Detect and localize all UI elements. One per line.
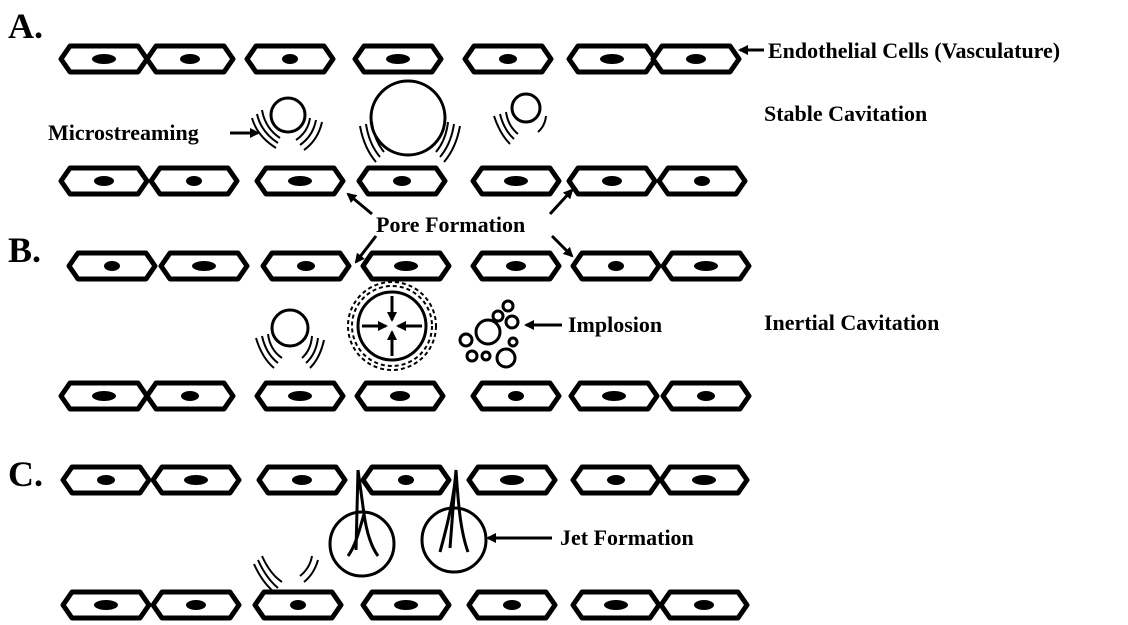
endothelial-cell: [63, 592, 149, 618]
endothelial-cell: [469, 592, 555, 618]
endothelial-cell: [255, 592, 341, 618]
endothelial-cell: [247, 46, 333, 72]
endothelial-cell: [663, 383, 749, 409]
panel-label-b: B.: [8, 230, 41, 270]
panel-label-a: A.: [8, 6, 43, 46]
endothelial-cell: [569, 168, 655, 194]
endothelial-cell: [653, 46, 739, 72]
endothelial-cell: [257, 168, 343, 194]
endothelial-cells-label: Endothelial Cells (Vasculature): [768, 38, 1060, 63]
endothelial-cell: [259, 467, 345, 493]
endothelial-cell: [147, 383, 233, 409]
jet-formation-label: Jet Formation: [560, 525, 694, 550]
endothelial-cell: [61, 383, 147, 409]
endothelial-cell: [571, 383, 657, 409]
bubble-small-b: [256, 310, 324, 368]
endothelial-cell: [151, 168, 237, 194]
endothelial-cell: [147, 46, 233, 72]
bubble-small-a2: [494, 94, 546, 144]
implosion-label: Implosion: [568, 312, 662, 337]
endothelial-cell: [573, 467, 659, 493]
endothelial-cell: [357, 383, 443, 409]
endothelial-cell: [363, 467, 449, 493]
endothelial-cell: [465, 46, 551, 72]
bubble-large-a: [360, 81, 460, 162]
endothelial-cell: [153, 592, 239, 618]
stable-cavitation-label: Stable Cavitation: [764, 101, 927, 126]
endothelial-cell: [573, 253, 659, 279]
endothelial-cell: [569, 46, 655, 72]
endothelial-cell: [363, 592, 449, 618]
panel-label-c: C.: [8, 454, 43, 494]
endothelial-cell: [153, 467, 239, 493]
microstreaming-label: Microstreaming: [48, 120, 199, 145]
pore-arrow-down-right: [552, 236, 572, 256]
endothelial-cell: [257, 383, 343, 409]
endothelial-cell: [661, 592, 747, 618]
implosion-fragments: [460, 301, 518, 367]
endothelial-cell: [659, 168, 745, 194]
endothelial-cell: [63, 467, 149, 493]
endothelial-cell: [161, 253, 247, 279]
endothelial-cell: [473, 168, 559, 194]
endothelial-cell: [61, 168, 147, 194]
endothelial-cell: [355, 46, 441, 72]
endothelial-cell: [663, 253, 749, 279]
endothelial-cell: [359, 168, 445, 194]
endothelial-cell: [469, 467, 555, 493]
endothelial-cell: [473, 383, 559, 409]
endothelial-cell: [661, 467, 747, 493]
pore-arrow-up-left: [348, 194, 372, 214]
endothelial-cell: [61, 46, 147, 72]
pore-formation-label: Pore Formation: [376, 212, 525, 237]
endothelial-cell: [573, 592, 659, 618]
endothelial-cell: [473, 253, 559, 279]
endothelial-cell: [69, 253, 155, 279]
bubble-small-a1: [252, 98, 322, 150]
endothelial-cell: [363, 253, 449, 279]
collapsing-bubble: [348, 282, 436, 370]
inertial-cavitation-label: Inertial Cavitation: [764, 310, 939, 335]
endothelial-cell: [263, 253, 349, 279]
